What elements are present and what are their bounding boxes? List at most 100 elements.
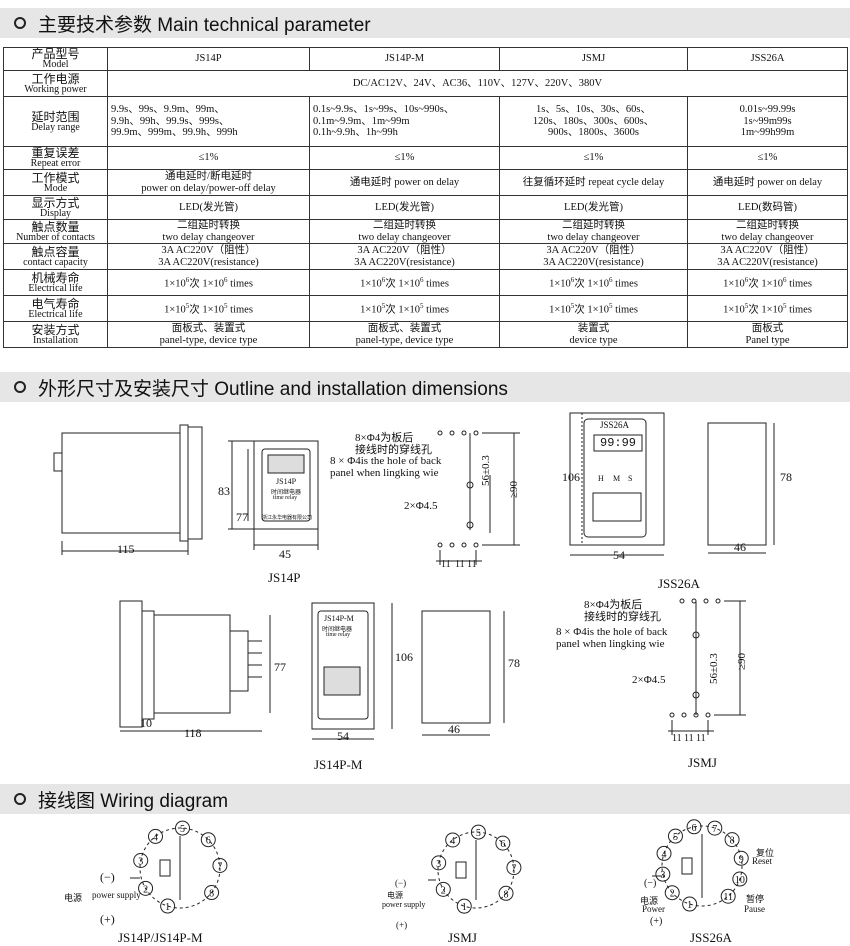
jss26a-front-view <box>569 412 665 556</box>
terminal-pin <box>733 850 749 866</box>
cell-line: 3A AC220V(resistance) <box>354 256 455 268</box>
js14p-side-view <box>53 424 203 555</box>
terminal-pin <box>204 885 220 901</box>
pause-en: Pause <box>744 904 765 914</box>
cell-line: 9.9s、99s、9.9m、99m、 <box>111 104 225 116</box>
table-cell: LED(发光管) <box>499 195 688 220</box>
dim-11: 11 <box>441 559 451 570</box>
terminal-pin <box>655 866 671 882</box>
dim-54: 54 <box>613 548 625 562</box>
socket-outline <box>661 825 743 907</box>
js14pm-face-zh: 时间继电器 <box>322 627 353 633</box>
table-cell: 0.1s~9.9s、1s~99s、10s~990s、0.1m~9.9m、1m~9… <box>309 96 500 147</box>
cell-line: 通电延时 power on delay <box>712 176 823 188</box>
table-cell: 1×105次 1×105 times <box>309 295 500 322</box>
wiring-minus: (−) <box>100 870 115 884</box>
terminal-pin <box>732 871 748 887</box>
pin-number: 4 <box>153 832 158 843</box>
dim-106: 106 <box>562 470 580 484</box>
pin-number: 7 <box>712 824 717 835</box>
row-header-zh: 触点数量 <box>31 219 80 234</box>
pin-number: 5 <box>180 824 185 835</box>
row-header-en: Repeat error <box>30 158 81 169</box>
table-cell: 3A AC220V（阻性）3A AC220V(resistance) <box>499 243 688 270</box>
reset-en: Reset <box>752 856 772 866</box>
dim-10: 10 <box>140 716 152 730</box>
dim-83: 83 <box>218 484 230 498</box>
cell-line: 面板式、装置式 <box>367 323 442 334</box>
terminal-pin <box>724 832 740 848</box>
terminal-pin <box>682 896 698 912</box>
table-cell: 1×106次 1×106 times <box>687 269 848 296</box>
pin-number: 4 <box>450 836 455 847</box>
table-cell: JS14P <box>107 47 310 71</box>
jss26a-side-view <box>707 422 775 554</box>
pin-number: 6 <box>500 839 505 850</box>
cell-line: power on delay/power-off delay <box>141 182 276 194</box>
wiring-jsmj-caption: JSMJ <box>448 930 477 945</box>
cell-line: 3A AC220V(resistance) <box>717 256 818 268</box>
pin-number: 2 <box>441 885 446 896</box>
table-cell: LED(发光管) <box>309 195 500 220</box>
table-cell: 通电延时 power on delay <box>309 169 500 196</box>
wiring-supply-zh: 电源 <box>640 896 659 906</box>
pin-number: 8 <box>504 889 509 900</box>
js14p-face-label: JS14P <box>276 477 297 486</box>
row-header-en: Display <box>39 207 72 219</box>
pin-number: 11 <box>723 892 733 903</box>
terminal-pin <box>707 820 723 836</box>
terminal-pin <box>667 828 683 844</box>
cell-line: two delay changeover <box>162 231 255 243</box>
dim-106: 106 <box>395 650 413 664</box>
terminal-pin <box>138 880 154 896</box>
dim-56: 56±0.3 <box>480 455 492 486</box>
section-title: 主要技术参数 Main technical parameter <box>38 14 371 36</box>
table-cell: 1s、5s、10s、30s、60s、120s、180s、300s、600s、90… <box>499 96 688 147</box>
js14pm-face-en: time relay <box>326 632 351 638</box>
row-header-en: Mode <box>43 182 68 194</box>
cell-line: 0.1m~9.9m、1m~99m <box>313 115 410 127</box>
terminal-pin <box>175 820 191 836</box>
pin-number: 1 <box>462 902 467 913</box>
cell-line: 1s~99m99s <box>743 115 792 127</box>
row-header-zh: 工作电源 <box>31 71 80 86</box>
cell-line: 3A AC220V（阻性） <box>161 245 256 256</box>
cell-line: 二组延时转换 <box>562 220 625 232</box>
dim-11: 11 <box>696 733 706 744</box>
row-header-en: Electrical life <box>28 282 83 294</box>
terminal-pin <box>147 828 163 844</box>
coil-symbol <box>455 861 467 879</box>
js14p-face-zh: 时间继电器 <box>271 490 302 496</box>
cell-line: 3A AC220V(resistance) <box>543 256 644 268</box>
table-cell: LED(数码管) <box>687 195 848 220</box>
pin-number: 8 <box>209 889 214 900</box>
cell-line: 1m~99h99m <box>740 127 795 139</box>
jss26a-caption: JSS26A <box>658 576 700 591</box>
js14p-caption: JS14P <box>268 570 301 585</box>
cell-line: two delay changeover <box>547 231 640 243</box>
terminal-pin <box>456 898 472 914</box>
cell-line: 往复循环延时 repeat cycle delay <box>522 176 665 188</box>
wiring-supply-zh: 电源 <box>387 891 403 900</box>
jss26a-key-s: S <box>628 474 633 483</box>
pin-number: 6 <box>692 823 697 834</box>
table-cell: JSS26A <box>687 47 848 71</box>
row-header-en: Working power <box>24 83 87 95</box>
wiring-supply-en: power supply <box>382 900 426 909</box>
pin-number: 3 <box>660 870 665 881</box>
dim-46: 46 <box>734 540 746 554</box>
row-header-en: Installation <box>33 334 78 346</box>
